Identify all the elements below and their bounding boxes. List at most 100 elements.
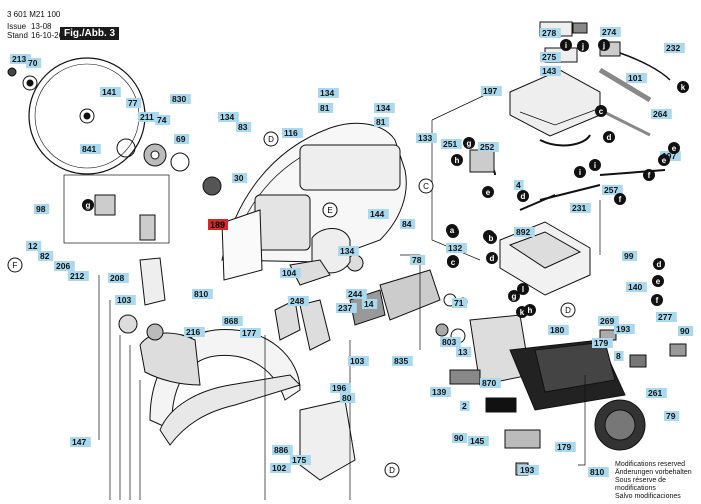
bearing-center — [150, 150, 160, 160]
letter-marker-text: j — [581, 42, 584, 51]
part-label-bg — [678, 326, 694, 336]
letter-marker-text: e — [486, 188, 491, 197]
part-label-bg — [232, 173, 248, 183]
letter-marker — [677, 81, 689, 93]
letter-marker-text: i — [594, 161, 596, 170]
letter-marker — [451, 154, 463, 166]
rail-264 — [599, 108, 651, 137]
part-label: 175 — [292, 455, 306, 465]
part-label: 193 — [616, 324, 630, 334]
stand-label: Stand — [7, 31, 28, 40]
letter-marker — [517, 190, 529, 202]
part-label-bg — [368, 209, 389, 219]
figure-label: Fig./Abb. 3 — [60, 27, 120, 40]
issue-label: Issue — [7, 22, 27, 31]
part-label-bg — [108, 273, 129, 283]
letter-marker-text: k — [681, 83, 686, 92]
part-label: 810 — [590, 467, 604, 477]
part-label-bg — [478, 142, 499, 152]
part-label: 81 — [376, 117, 386, 127]
part-label-bg — [338, 246, 359, 256]
part-label-bg — [272, 445, 293, 455]
part-label: 133 — [418, 133, 432, 143]
part-label: 208 — [110, 273, 124, 283]
control-box — [499, 221, 591, 296]
lever-248 — [289, 259, 331, 286]
letter-marker — [643, 169, 655, 181]
part-label-bg — [240, 328, 261, 338]
bolt-part — [7, 67, 17, 77]
letter-marker-text: l — [522, 285, 524, 294]
letter-marker-text: d — [657, 260, 662, 269]
part-label-bg — [626, 282, 647, 292]
part-label: 261 — [648, 388, 662, 398]
part-label-bg — [374, 117, 390, 127]
part-label-bg — [392, 356, 413, 366]
letter-marker — [524, 304, 536, 316]
part-label-bg — [540, 66, 561, 76]
letter-marker — [560, 39, 572, 51]
lower-guard — [139, 329, 301, 446]
letter-marker-text: h — [455, 156, 460, 165]
rod-f — [599, 169, 666, 176]
letter-marker-text: g — [86, 201, 91, 210]
letter-marker-text: b — [489, 234, 494, 243]
part-label: 269 — [600, 316, 614, 326]
letter-marker — [598, 39, 610, 51]
part-label-bg — [592, 338, 613, 348]
part-label-bg — [481, 86, 502, 96]
part-label-bg — [452, 433, 468, 443]
part-label-bg — [218, 112, 239, 122]
section-marker — [7, 257, 23, 273]
part-label-bg — [400, 219, 416, 229]
part-label: 104 — [282, 268, 296, 278]
part-label: 69 — [176, 134, 186, 144]
part-label: 232 — [666, 43, 680, 53]
part-label-bg — [26, 58, 42, 68]
section-letter: C — [423, 182, 429, 191]
letter-marker-text: h — [528, 306, 533, 315]
part-label-bg — [452, 298, 468, 308]
part-label: 103 — [117, 295, 131, 305]
part-label: 216 — [186, 327, 200, 337]
detail-box-841 — [63, 174, 170, 244]
part-label: 886 — [274, 445, 288, 455]
part-label-bg — [660, 151, 681, 161]
part-label: 803 — [442, 337, 456, 347]
part-label-bg — [540, 28, 561, 38]
part-label-bg — [318, 103, 334, 113]
rod-257 — [519, 194, 556, 211]
section-marker — [263, 131, 279, 147]
part-label-bg — [651, 109, 672, 119]
letter-marker — [603, 131, 615, 143]
letter-marker — [577, 40, 589, 52]
part-label: 103 — [350, 356, 364, 366]
part-label: 197 — [662, 151, 676, 161]
part-label: 77 — [128, 98, 138, 108]
leader-801 — [578, 375, 586, 466]
part-label-bg — [26, 241, 42, 251]
letter-marker-text: i — [579, 168, 581, 177]
part-label: 81 — [320, 103, 330, 113]
part-label: 140 — [628, 282, 642, 292]
part-label: 144 — [370, 209, 384, 219]
part-label-bg — [446, 243, 467, 253]
part-label-bg — [54, 261, 75, 271]
section-marker — [384, 462, 400, 478]
bearing-ring — [146, 323, 164, 341]
part-label: 98 — [36, 204, 46, 214]
part-label: 197 — [483, 86, 497, 96]
flange-center — [26, 79, 34, 87]
motor-housing — [469, 314, 646, 451]
part-label-bg — [555, 442, 576, 452]
part-label-bg — [330, 383, 351, 393]
part-label: 134 — [320, 88, 334, 98]
section-marker — [322, 202, 338, 218]
part-label: 841 — [82, 144, 96, 154]
guard-189 — [221, 209, 263, 281]
washer-part — [116, 138, 136, 158]
part-label-bg — [622, 251, 638, 261]
cover-plate — [299, 399, 356, 481]
part-label-bg — [280, 268, 301, 278]
part-label-bg — [456, 347, 472, 357]
